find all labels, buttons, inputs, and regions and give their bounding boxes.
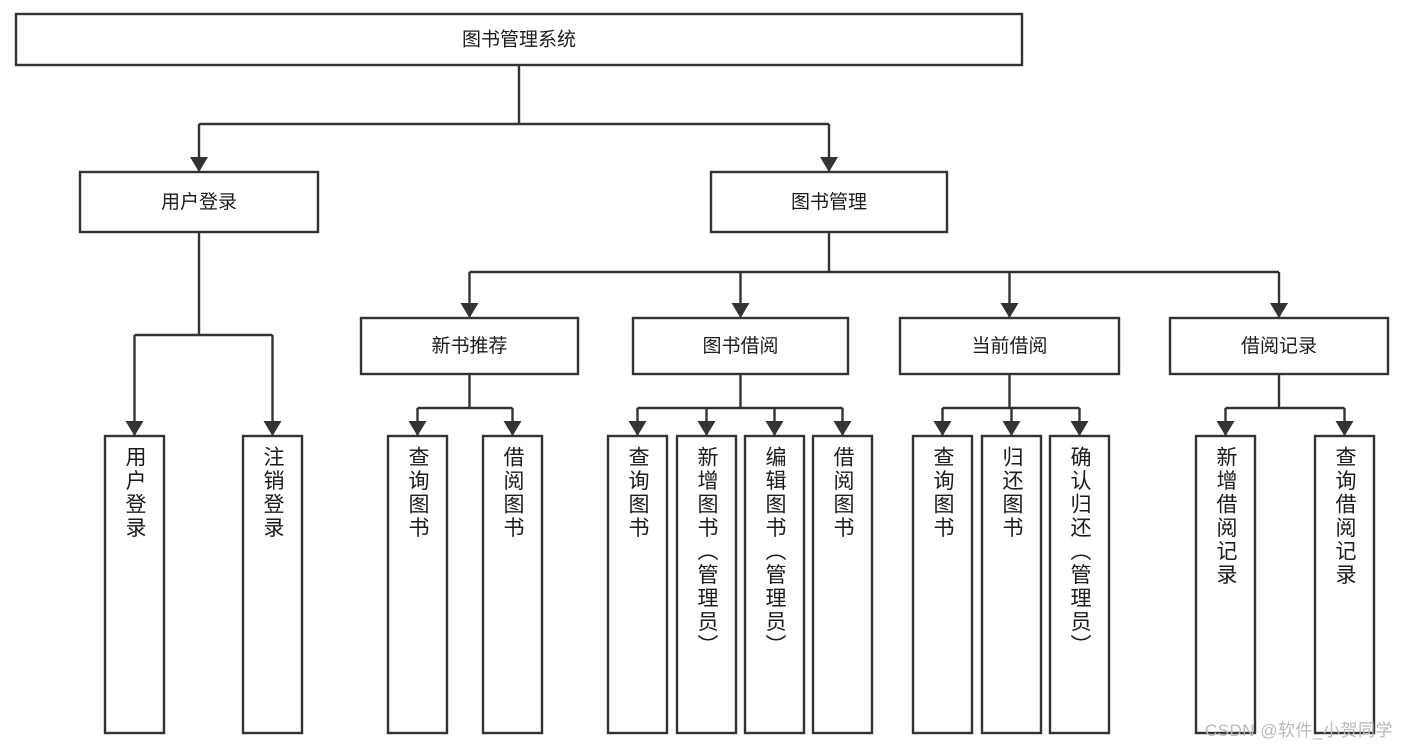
userlogin-arrow-1 [263, 421, 282, 436]
level1-arrow-2 [1000, 303, 1019, 318]
node-level2-box-2[interactable] [898, 316, 1121, 376]
node-leaf-box-9[interactable] [980, 434, 1043, 735]
level1-arrow-1 [731, 303, 750, 318]
node-root-label: 图书管理系统 [462, 29, 576, 51]
node-leaf-box-12[interactable] [1313, 434, 1376, 735]
csdn-watermark: CSDN @软件_小贺同学 [1204, 721, 1393, 740]
level2-1-arrow-0 [628, 421, 647, 436]
level2-3-arrow-0 [1216, 421, 1235, 436]
level2-3-arrow-1 [1335, 421, 1354, 436]
node-level2-label-1: 图书借阅 [702, 335, 778, 357]
node-leaf-box-8[interactable] [911, 434, 974, 735]
level1-arrow-3 [1270, 303, 1288, 318]
node-leaf-box-6[interactable] [743, 434, 806, 735]
box-layer [14, 12, 1390, 735]
level2-1-arrow-2 [765, 421, 784, 436]
level1-arrow-0 [460, 303, 479, 318]
level2-1-arrow-1 [697, 421, 716, 436]
node-leaf-box-7[interactable] [811, 434, 874, 735]
userlogin-arrow-0 [125, 421, 144, 436]
node-leaf-box-11[interactable] [1194, 434, 1257, 735]
node-level2-label-2: 当前借阅 [971, 335, 1047, 357]
node-level2-label-0: 新书推荐 [431, 335, 507, 357]
node-root-box[interactable] [14, 12, 1024, 67]
node-level1-box-1[interactable] [709, 170, 949, 234]
node-leaf-box-10[interactable] [1048, 434, 1111, 735]
node-level1-label-1: 图书管理 [791, 191, 867, 213]
root-arrow-0 [190, 157, 208, 172]
node-leaf-box-5[interactable] [675, 434, 738, 735]
node-level2-box-0[interactable] [359, 316, 580, 376]
node-level2-box-1[interactable] [631, 316, 850, 376]
level2-2-arrow-0 [933, 421, 952, 436]
node-level2-box-3[interactable] [1168, 316, 1390, 376]
level2-0-arrow-1 [503, 421, 522, 436]
connector-layer [125, 65, 1354, 436]
level2-0-arrow-0 [408, 421, 427, 436]
node-level1-box-0[interactable] [78, 170, 320, 234]
node-leaf-box-2[interactable] [386, 434, 449, 735]
root-arrow-1 [820, 157, 838, 172]
node-leaf-box-0[interactable] [103, 434, 166, 735]
level2-2-arrow-2 [1070, 421, 1089, 436]
node-level2-label-3: 借阅记录 [1241, 335, 1317, 357]
level2-1-arrow-3 [833, 421, 852, 436]
node-leaf-box-4[interactable] [606, 434, 669, 735]
node-leaf-box-1[interactable] [241, 434, 304, 735]
node-level1-label-0: 用户登录 [161, 191, 237, 213]
node-leaf-box-3[interactable] [481, 434, 544, 735]
level2-2-arrow-1 [1002, 421, 1021, 436]
